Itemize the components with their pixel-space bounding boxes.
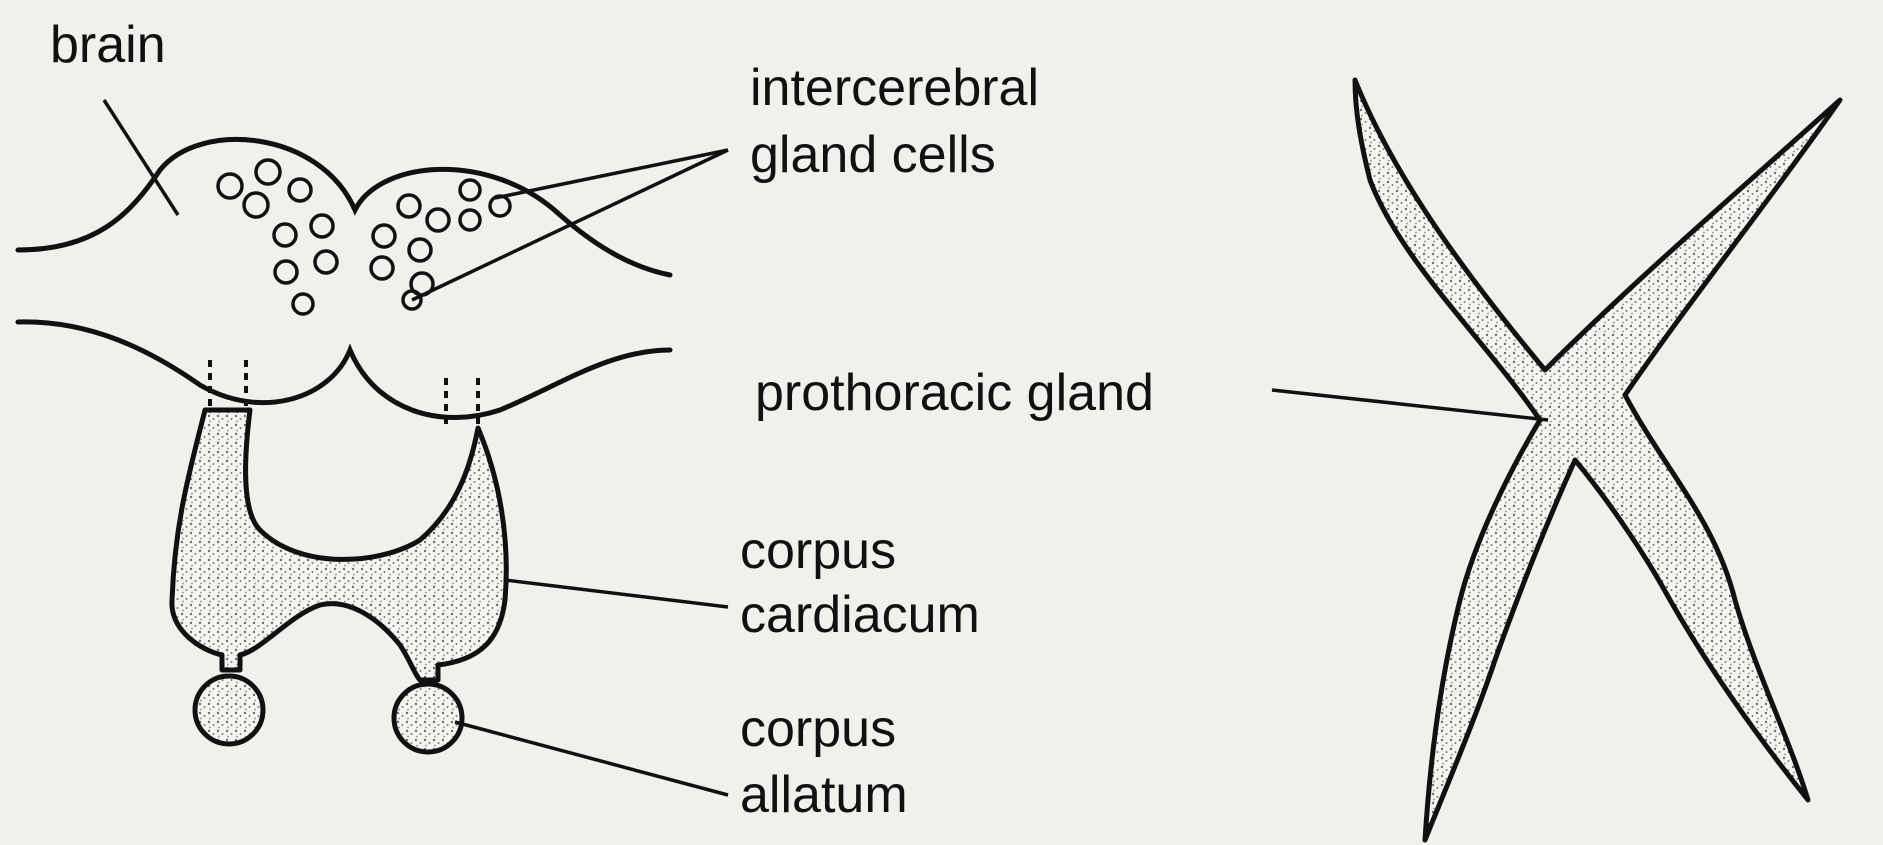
corpus-cardiacum-label-line2: cardiacum xyxy=(740,586,980,644)
prothoracic-gland-label: prothoracic gland xyxy=(755,364,1154,422)
prothoracic-gland-shape xyxy=(1355,80,1840,840)
intercerebral-label-line2: gland cells xyxy=(750,126,996,184)
leader-lines xyxy=(104,100,1548,795)
gland-cells-leader-line-1 xyxy=(495,150,728,198)
intercerebral-label-line1: intercerebral xyxy=(750,59,1039,117)
corpus-cardiacum-shape xyxy=(172,410,506,680)
corpus-cardiacum-label-line1: corpus xyxy=(740,522,896,580)
intercerebral-gland-cells xyxy=(218,160,510,314)
corpus-allatum-left xyxy=(195,676,263,744)
corpus-allatum-label-line1: corpus xyxy=(740,700,896,758)
cardiacum-leader-line xyxy=(505,580,728,607)
allatum-leader-line xyxy=(455,722,728,795)
brain-label: brain xyxy=(50,16,166,74)
prothoracic-leader-line xyxy=(1272,390,1548,420)
corpus-allatum-label-line2: allatum xyxy=(740,766,908,824)
corpus-allatum-right xyxy=(394,684,462,752)
